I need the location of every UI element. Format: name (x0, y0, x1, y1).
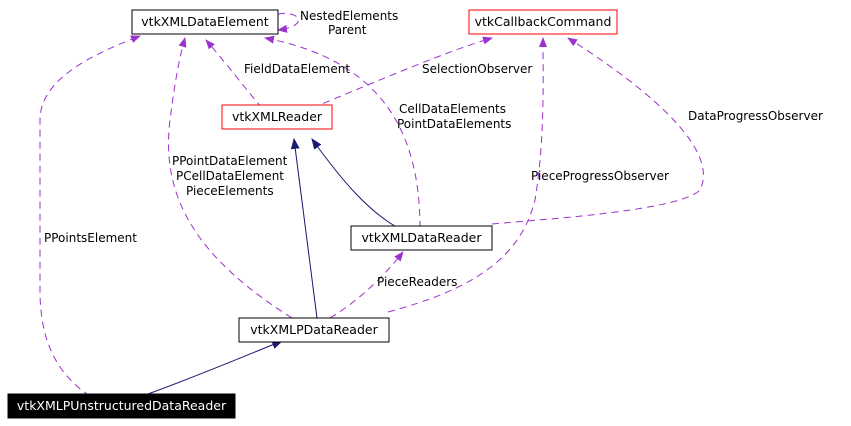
label-p-cell-data-element: PCellDataElement (176, 169, 284, 183)
edge-inherit-punstructured-pdatareader (147, 340, 284, 395)
label-p-point-data-element: PPointDataElement (172, 154, 288, 168)
label-field-data-element: FieldDataElement (244, 62, 350, 76)
label-piece-readers: PieceReaders (377, 275, 457, 289)
node-label-xml-p-data-reader: vtkXMLPDataReader (250, 322, 378, 337)
edge-piece-progress-observer (387, 37, 548, 313)
edge-field-data-element (205, 39, 263, 109)
label-nested-elements: NestedElements (300, 9, 398, 23)
node-vtk-xml-p-data-reader[interactable]: vtkXMLPDataReader (238, 317, 390, 343)
edge-nested-elements-loop (277, 12, 299, 33)
edge-labels: NestedElements Parent FieldDataElement S… (44, 9, 823, 289)
edge-p-points-element (39, 35, 141, 397)
edge-cell-point-data-elements (264, 35, 421, 229)
edge-data-progress-observer (491, 37, 704, 225)
edge-inherit-datareader-reader (311, 138, 399, 229)
edge-piece-readers (329, 251, 404, 319)
node-vtk-callback-command[interactable]: vtkCallbackCommand (468, 9, 618, 35)
label-piece-progress-observer: PieceProgressObserver (531, 169, 669, 183)
edge-selection-observer (311, 36, 493, 109)
label-point-data-elements: PointDataElements (397, 117, 511, 131)
node-vtk-xml-reader[interactable]: vtkXMLReader (221, 104, 333, 130)
node-label-xml-data-element: vtkXMLDataElement (141, 14, 269, 29)
label-parent: Parent (328, 23, 367, 37)
label-data-progress-observer: DataProgressObserver (688, 109, 823, 123)
node-label-xml-reader: vtkXMLReader (232, 109, 323, 124)
edge-inherit-pdatareader-reader (290, 137, 318, 319)
label-piece-elements: PieceElements (186, 184, 274, 198)
node-label-xml-p-unstructured-data-reader: vtkXMLPUnstructuredDataReader (17, 398, 227, 413)
label-cell-data-elements: CellDataElements (399, 102, 506, 116)
node-vtk-xml-data-element[interactable]: vtkXMLDataElement (131, 9, 279, 35)
edge-p-data-elements (168, 37, 293, 319)
node-label-callback-command: vtkCallbackCommand (475, 14, 612, 29)
node-label-xml-data-reader: vtkXMLDataReader (362, 230, 483, 245)
label-p-points-element: PPointsElement (44, 231, 137, 245)
label-selection-observer: SelectionObserver (422, 62, 532, 76)
node-vtk-xml-data-reader[interactable]: vtkXMLDataReader (350, 225, 493, 251)
edges (39, 12, 704, 397)
node-vtk-xml-p-unstructured-data-reader[interactable]: vtkXMLPUnstructuredDataReader (7, 393, 236, 419)
